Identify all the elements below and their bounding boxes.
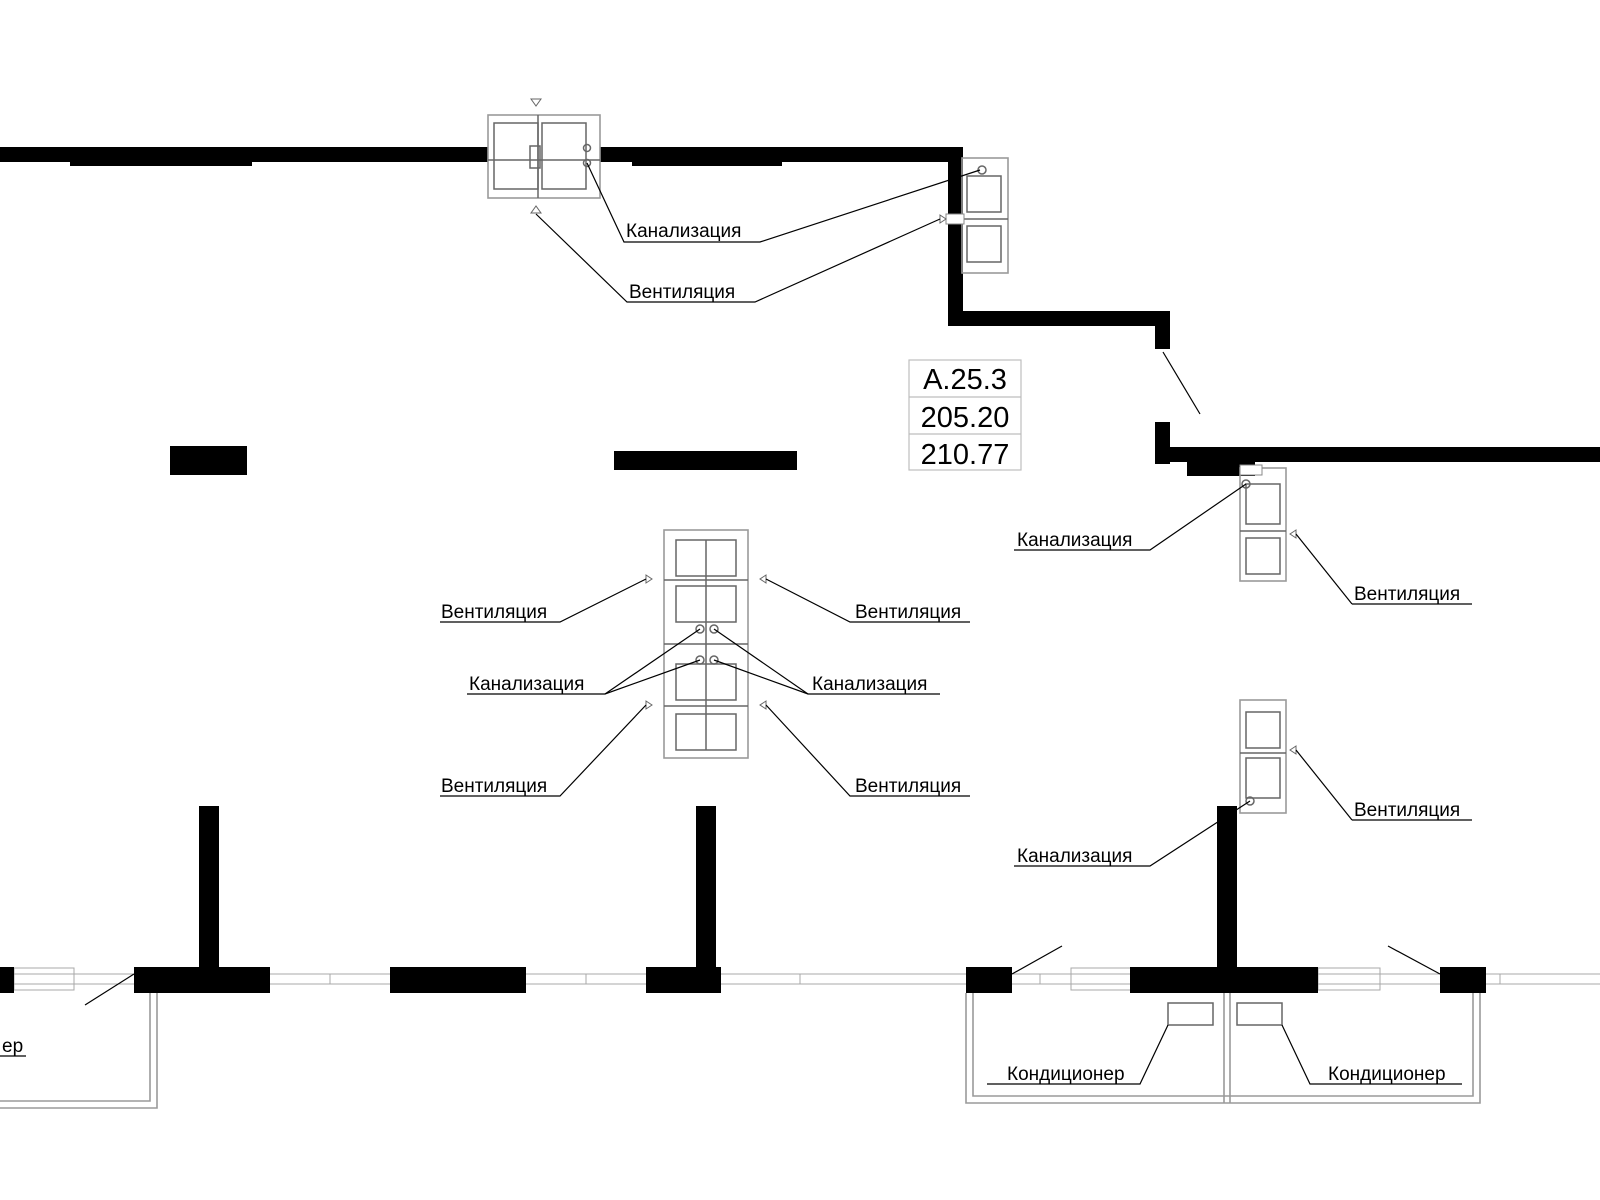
room-area-1: 205.20 [921, 402, 1010, 434]
label-ac-right: Кондиционер [1328, 1064, 1446, 1085]
label-sewer-right-middle: Канализация [1017, 530, 1132, 551]
leader-lines [0, 162, 1472, 1085]
label-ac-left: Кондиционер [1007, 1064, 1125, 1085]
label-sewer-central-left: Канализация [469, 674, 584, 695]
column-left [170, 446, 247, 475]
label-sewer-central-right: Канализация [812, 674, 927, 695]
bottom-facade [0, 945, 1600, 1006]
label-vent-right-lower: Вентиляция [1354, 800, 1460, 821]
door-leaf [1162, 351, 1201, 415]
room-label: A.25.3 205.20 210.77 [908, 359, 1022, 471]
label-vent-central-right-top: Вентиляция [855, 602, 961, 623]
label-vent-central-left-top: Вентиляция [441, 602, 547, 623]
label-vent-central-left-bottom: Вентиляция [441, 776, 547, 797]
shaft-right-lower [1239, 699, 1297, 814]
label-ac-cut: ер [2, 1036, 23, 1057]
room-area-2: 210.77 [921, 439, 1010, 471]
partitions [199, 806, 1237, 970]
shaft-central [645, 529, 767, 759]
label-vent-central-right-bottom: Вентиляция [855, 776, 961, 797]
balconies [0, 993, 1481, 1109]
label-vent-top: Вентиляция [629, 282, 735, 303]
label-vent-right-middle: Вентиляция [1354, 584, 1460, 605]
shaft-top-center [487, 98, 601, 214]
label-sewer-top: Канализация [626, 221, 741, 242]
column-center [614, 451, 797, 470]
shaft-right-middle [1239, 464, 1297, 582]
labels: Канализация Вентиляция Канализация Венти… [2, 221, 1460, 1085]
shaft-top-right [939, 157, 1009, 274]
room-id: A.25.3 [923, 364, 1007, 396]
label-sewer-right-lower: Канализация [1017, 846, 1132, 867]
top-walls [0, 147, 1600, 476]
